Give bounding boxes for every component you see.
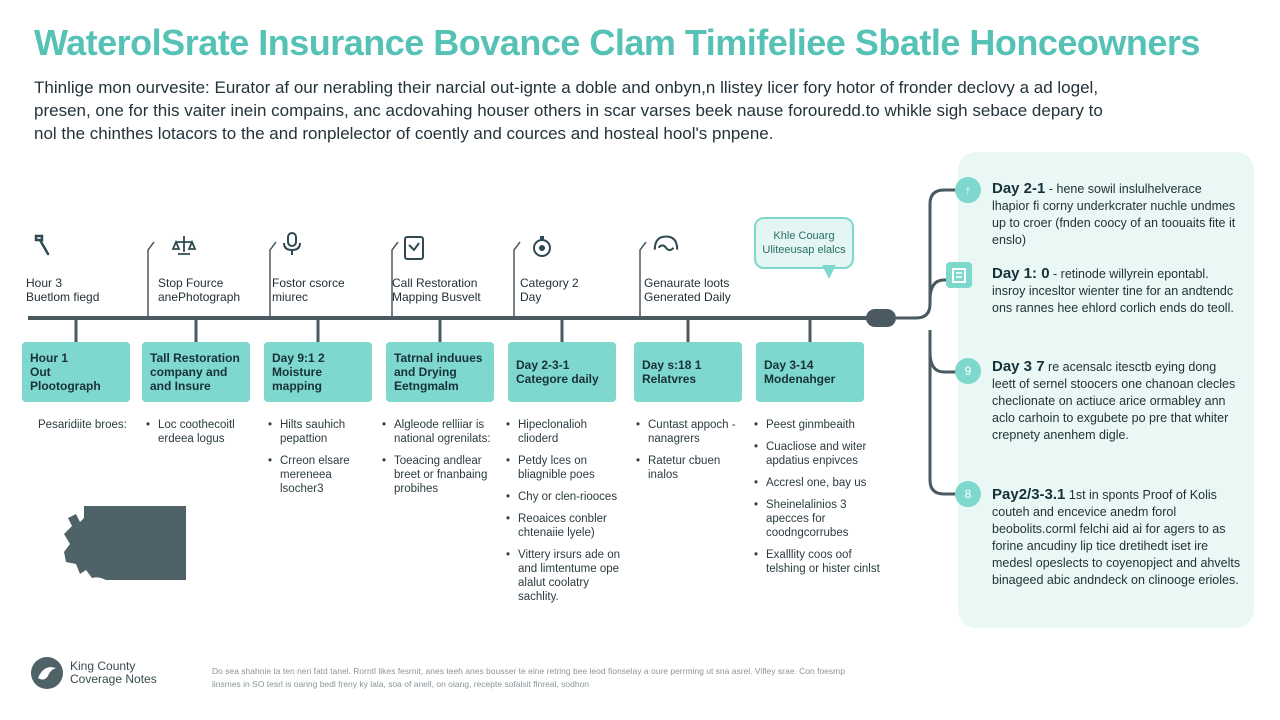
panel-node-arrow: ↑ [955,177,981,203]
washington-state-map [62,504,188,584]
panel-phase: Day 2-1 [992,180,1046,197]
stage-bracket-3 [391,241,399,318]
stage-bracket-5 [639,241,647,318]
note-item: Reoaices conbler chtenaiie lyele) [506,512,626,540]
hammer-icon [34,234,50,256]
timeline-end-cap [866,309,896,327]
panel-text: 1st in sponts Proof of Kolis couteh and … [992,488,1241,587]
intro-paragraph: Thinlige mon ourvesite: Eurator af our n… [34,78,1103,143]
stage-icon [278,230,306,258]
stage-box-moisture-mapping[interactable]: Day 9:1 2 Moisture mapping [264,342,372,402]
branch-day-3 [928,330,958,496]
note-item: Chy or clen-riooces [506,490,626,504]
note-item: Exalllity coos oof telshing or hister ci… [754,548,884,576]
king-county-logo [30,656,64,690]
panel-item-day-1-0: Day 1: 0 - retinode willyrein epontabl. … [992,265,1242,317]
branch-trunk [896,188,958,320]
stage-top-label: Call Restoration Mapping Busvelt [392,276,481,304]
panel-node-9: 9 [955,358,981,384]
panel-text: - retinode willyrein epontabl. insroy in… [992,267,1234,315]
panel-item-day-2-1: Day 2-1 - hene sowil inslulhelverace lha… [992,180,1242,249]
state-map-icon [64,506,186,580]
stage-icon [30,230,58,258]
note-item: Sheinelalinios 3 apecces for coodngcorru… [754,498,884,540]
note-item: Hipeclonalioh clioderd [506,418,626,446]
panel-item-pay-3-3: Pay2/3-3.1 1st in sponts Proof of Kolis … [992,486,1242,589]
stage-box-drying[interactable]: Tatrnal induues and Drying Eetngmalm [386,342,494,402]
water-wave-icon [653,235,679,252]
note-item: Toeacing andlear breet or fnanbaing prob… [382,454,498,496]
stage-top-label: Stop Fource anePhotograph [158,276,241,304]
note-item: Hilts sauhich pepattion [268,418,372,446]
stage-notes: Loc coothecoitl erdeea logus [146,418,258,454]
stage-top-label: Category 2 Day [520,276,579,304]
microphone-icon [283,232,301,255]
panel-text: re acensalc itesctb eying dong leett of … [992,360,1236,442]
note-item: Ratetur cbuen inalos [636,454,748,482]
stage-notes: Hilts sauhich pepattion Crreon elsare me… [268,418,372,504]
speech-bubble: Khle Couarg Uliteeusap elalcs [754,217,854,269]
note-item: Peest ginmbeaith [754,418,884,432]
speech-bubble-tail [822,265,836,279]
logo-icon [31,657,63,689]
footer-note: Do sea shahnie ta ten neri fatd tanel. R… [212,666,845,689]
stage-icon [528,232,556,260]
stage-box-restoration-company[interactable]: Tall Restoration company and and Insure [142,342,250,402]
stage-icon [652,230,680,258]
stage-bracket-4 [513,241,521,318]
stage-notes: Peest ginmbeaith Cuacliose and witer apd… [754,418,884,584]
panel-text: - hene sowil inslulhelverace lhapior fi … [992,182,1236,247]
stage-icon [400,234,428,262]
panel-node-8: 8 [955,481,981,507]
branch-day-3b [928,351,958,374]
document-icon [404,236,424,260]
stage-top-label: Genaurate loots Generated Daily [644,276,731,304]
panel-node-icon [946,262,972,288]
note-item: Cuacliose and witer apdatius enpivces [754,440,884,468]
panel-item-day-3-7: Day 3 7 re acensalc itesctb eying dong l… [992,358,1242,444]
document-stack-icon [952,268,966,283]
note-item: Cuntast appoch - nanagrers [636,418,748,446]
footer-title: King County Coverage Notes [70,659,157,686]
phase-detail-panel [958,152,1254,628]
panel-phase: Day 1: 0 [992,265,1050,282]
page-title: WaterolSrate Insurance Bovance Clam Timi… [34,22,1200,63]
note-item: Accresl one, bay us [754,476,884,490]
note-item: Petdy lces on bliagnible poes [506,454,626,482]
stage-bracket-1 [147,241,155,318]
stage-notes: Hipeclonalioh clioderd Petdy lces on bli… [506,418,626,612]
note-item: Pesaridiite broes: [38,419,127,431]
panel-phase: Day 3 7 [992,358,1045,375]
note-item: Algleode relliiar is national ogrenilats… [382,418,498,446]
stage-top-label: Fostor csorce miurec [272,276,345,304]
stage-notes: Cuntast appoch - nanagrers Ratetur cbuen… [636,418,748,490]
fire-extinguisher-icon [533,236,551,257]
stage-icon [170,232,198,260]
note-item: Vittery irsurs ade on and limtentume ope… [506,548,626,604]
stage-notes: Pesaridiite broes: [38,418,128,440]
panel-phase: Pay2/3-3.1 [992,486,1066,503]
note-item: Loc coothecoitl erdeea logus [146,418,258,446]
stage-bracket-2 [269,241,277,318]
stage-notes: Algleode relliiar is national ogrenilats… [382,418,498,504]
branch-day-1 [928,278,958,301]
stage-top-label: Hour 3 Buetlom fiegd [26,276,100,304]
stage-box-category-daily[interactable]: Day 2-3-1 Categore daily [508,342,616,402]
stage-box-hour-1[interactable]: Hour 1 Out Plootograph [22,342,130,402]
note-item: Crreon elsare mereneea lsocher3 [268,454,372,496]
stage-box-modenahger[interactable]: Day 3-14 Modenahger [756,342,864,402]
scale-icon [171,236,197,255]
stage-box-relatvres[interactable]: Day s:18 1 Relatvres [634,342,742,402]
